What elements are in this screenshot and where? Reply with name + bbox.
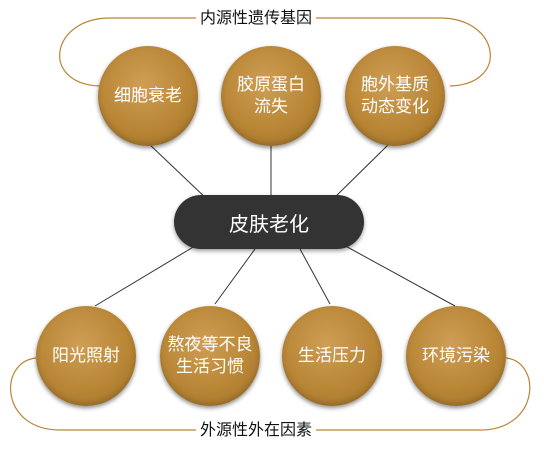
node-collagen-loss: 胶原蛋白 流失 <box>221 46 321 146</box>
node-text: 环境污染 <box>422 346 490 366</box>
node-text: 胶原蛋白 <box>237 75 305 95</box>
node-text: 阳光照射 <box>52 346 120 366</box>
external-factors-label: 外源性外在因素 <box>196 420 317 440</box>
connector-line <box>299 248 331 305</box>
node-text: 流失 <box>254 97 288 117</box>
connector-line <box>339 242 456 307</box>
node-text: 生活压力 <box>298 346 366 366</box>
node-bad-habits: 熬夜等不良 生活习惯 <box>160 306 260 406</box>
node-text: 细胞衰老 <box>114 86 182 106</box>
node-life-stress: 生活压力 <box>282 306 382 406</box>
node-text: 熬夜等不良 <box>167 335 253 355</box>
node-text: 动态变化 <box>361 97 429 117</box>
node-environmental-pollution: 环境污染 <box>406 306 506 406</box>
connector-line <box>329 142 391 203</box>
node-text: 生活习惯 <box>176 357 244 377</box>
node-cell-aging: 细胞衰老 <box>98 46 198 146</box>
connector-line <box>147 142 211 203</box>
node-ecm-dynamics: 胞外基质 动态变化 <box>345 46 445 146</box>
internal-factors-label: 内源性遗传基因 <box>196 8 317 28</box>
node-sun-exposure: 阳光照射 <box>36 306 136 406</box>
connector-line <box>94 242 201 307</box>
node-text: 胞外基质 <box>361 75 429 95</box>
connector-line <box>214 248 256 305</box>
center-node-skin-aging: 皮肤老化 <box>174 195 364 249</box>
